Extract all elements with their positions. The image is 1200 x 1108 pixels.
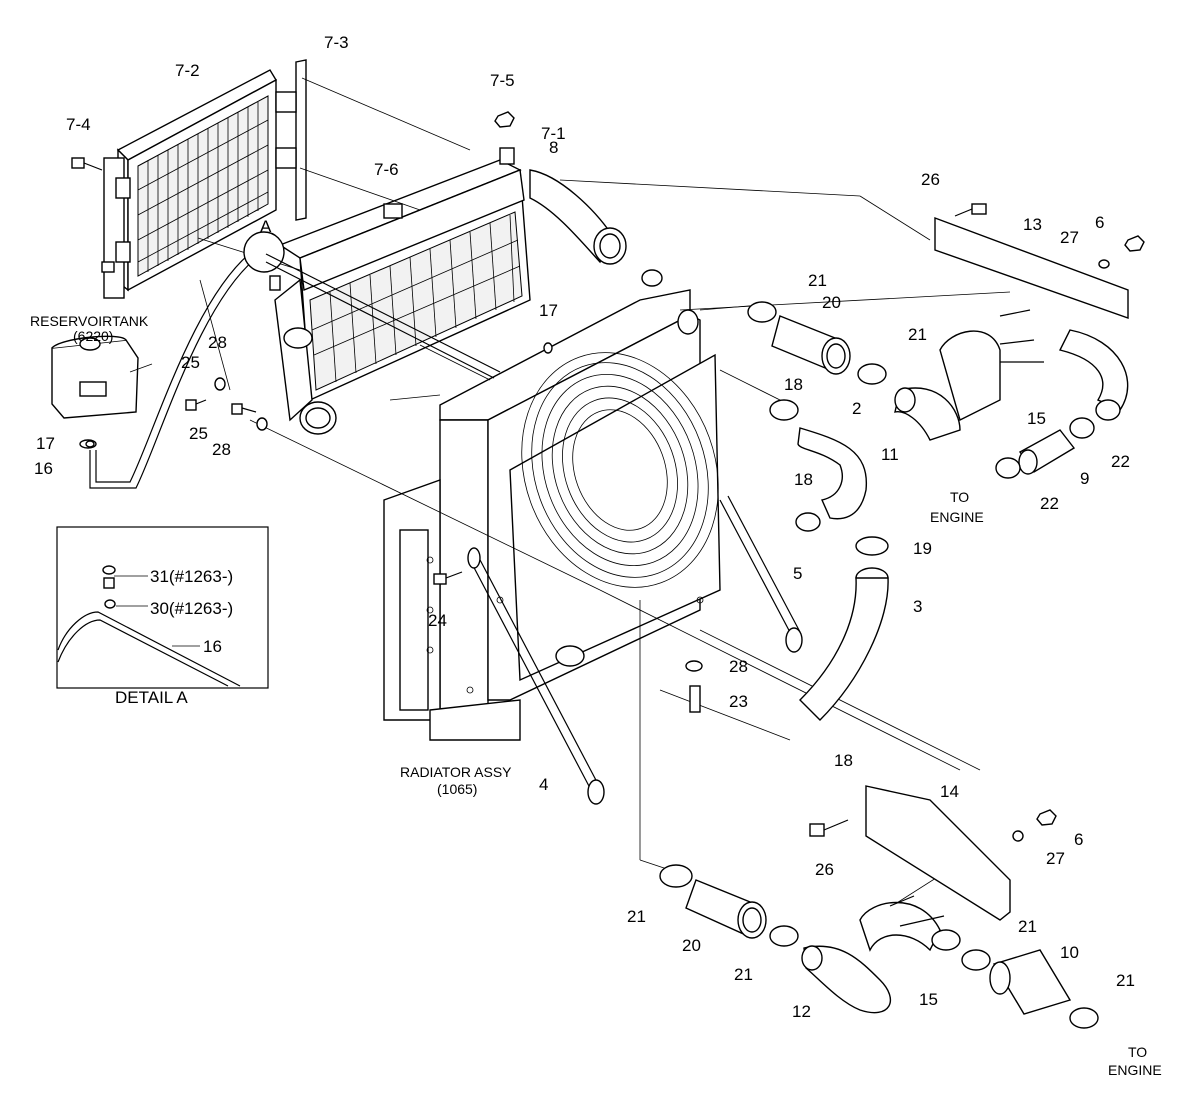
- to-engine-top-line1: TO: [950, 489, 969, 505]
- callout-19: 19: [913, 539, 932, 558]
- to-engine-top-line2: ENGINE: [930, 509, 984, 525]
- callout-labels: 7-2 7-3 7-5 7-4 7-1 8 7-6 A 26 13 6 27 2…: [34, 33, 1135, 1021]
- callout-25-b: 25: [189, 424, 208, 443]
- callout-16-detail: 16: [203, 637, 222, 656]
- callout-26-top: 26: [921, 170, 940, 189]
- callout-4: 4: [539, 775, 548, 794]
- callout-21-d: 21: [1018, 917, 1037, 936]
- charge-air-cooler-7-1: [274, 147, 627, 435]
- vent-tube: [265, 253, 501, 379]
- callout-23: 23: [729, 692, 748, 711]
- detail-a-box: [56, 526, 269, 689]
- callout-16-left: 16: [34, 459, 53, 478]
- callout-2: 2: [852, 399, 861, 418]
- reservoir-tank-ref: (6220): [73, 328, 113, 344]
- callout-30: 30(#1263-): [150, 599, 233, 618]
- overflow-hose-16: [79, 231, 285, 489]
- stay-rod-4: [467, 547, 605, 805]
- radiator-assy-caption: RADIATOR ASSY: [400, 764, 512, 780]
- nut-7-5: [494, 111, 515, 128]
- to-engine-bottom-line1: TO: [1128, 1044, 1147, 1060]
- callout-28-b: 28: [212, 440, 231, 459]
- callout-21-b: 21: [908, 325, 927, 344]
- callout-17-left: 17: [36, 434, 55, 453]
- callout-26-bottom: 26: [815, 860, 834, 879]
- hose-3: [799, 536, 889, 721]
- callout-10: 10: [1060, 943, 1079, 962]
- callout-27-top: 27: [1060, 228, 1079, 247]
- callout-12: 12: [792, 1002, 811, 1021]
- callout-7-4: 7-4: [66, 115, 91, 134]
- callout-21-c: 21: [627, 907, 646, 926]
- radiator-assy-ref: (1065): [437, 781, 477, 797]
- to-engine-bottom-line2: ENGINE: [1108, 1062, 1162, 1078]
- detail-a-caption: DETAIL A: [115, 688, 188, 707]
- callout-8: 8: [549, 138, 558, 157]
- callout-22-b: 22: [1040, 494, 1059, 513]
- callout-11: 11: [881, 445, 899, 464]
- callout-25-a: 25: [181, 353, 200, 372]
- callout-20-bottom: 20: [682, 936, 701, 955]
- callout-18-c: 18: [834, 751, 853, 770]
- callout-31: 31(#1263-): [150, 567, 233, 586]
- callout-15-top: 15: [1027, 409, 1046, 428]
- callout-21-a: 21: [808, 271, 827, 290]
- callout-18-a: 18: [784, 375, 803, 394]
- callout-7-3: 7-3: [324, 33, 349, 52]
- oil-cooler-grille-7-2: [103, 69, 277, 299]
- upper-hose-group: [747, 203, 1145, 479]
- callout-15-bottom: 15: [919, 990, 938, 1009]
- reservoir-tank-caption: RESERVOIRTANK: [30, 313, 149, 329]
- stay-rod-5: [719, 495, 803, 653]
- callout-5: 5: [793, 564, 802, 583]
- callout-20-top: 20: [822, 293, 841, 312]
- callout-3: 3: [913, 597, 922, 616]
- callout-21-e: 21: [734, 965, 753, 984]
- callout-A: A: [260, 217, 272, 236]
- callout-27-bottom: 27: [1046, 849, 1065, 868]
- callout-7-1: 7-1: [541, 124, 566, 143]
- callout-22-a: 22: [1111, 452, 1130, 471]
- small-fasteners: [85, 342, 703, 713]
- callout-7-6: 7-6: [374, 160, 399, 179]
- callout-17-top: 17: [539, 301, 558, 320]
- callout-14: 14: [940, 782, 959, 801]
- callout-28-a: 28: [208, 333, 227, 352]
- callout-24: 24: [428, 611, 447, 630]
- callout-7-5: 7-5: [490, 71, 515, 90]
- callout-21-f: 21: [1116, 971, 1135, 990]
- callout-6-bottom: 6: [1074, 830, 1083, 849]
- captions: RESERVOIRTANK (6220) TO ENGINE DETAIL A …: [30, 313, 1162, 1078]
- callout-18-b: 18: [794, 470, 813, 489]
- lower-hose-group: [659, 785, 1099, 1029]
- callout-13: 13: [1023, 215, 1042, 234]
- radiator-assy: [383, 269, 721, 741]
- leader-lines: [197, 77, 1011, 921]
- callout-28-c: 28: [729, 657, 748, 676]
- callout-6-top: 6: [1095, 213, 1104, 232]
- reservoir-tank: [51, 335, 153, 419]
- callout-7-2: 7-2: [175, 61, 200, 80]
- hose-2: [769, 399, 867, 532]
- bracket-strip-7-3: [275, 59, 307, 221]
- bolt-7-4: [71, 157, 115, 273]
- callout-9: 9: [1080, 469, 1089, 488]
